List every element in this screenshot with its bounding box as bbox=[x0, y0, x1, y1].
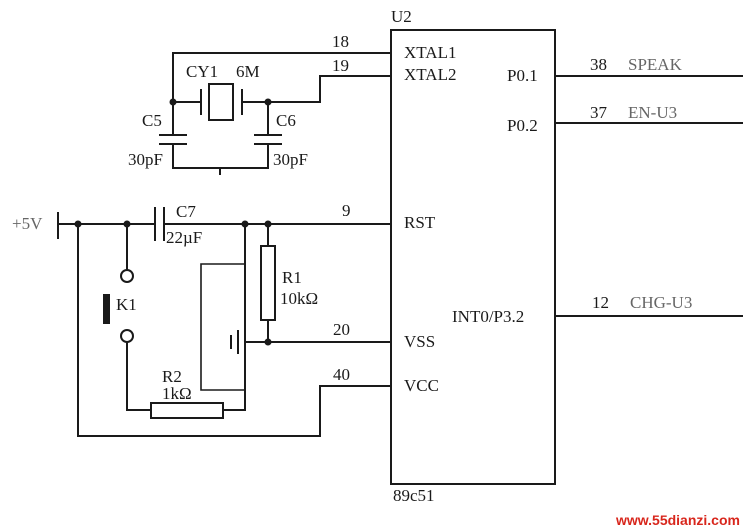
c7-value: 22µF bbox=[166, 228, 202, 247]
crystal-ref: CY1 bbox=[186, 62, 218, 81]
pin-num-9: 9 bbox=[342, 201, 351, 220]
pin-name-xtal2: XTAL2 bbox=[404, 65, 456, 84]
pin-name-rst: RST bbox=[404, 213, 436, 232]
r2-value: 1kΩ bbox=[162, 384, 192, 403]
r2-ref: R2 bbox=[162, 367, 182, 386]
watermark-bg bbox=[612, 509, 756, 530]
watermark-text: www.55dianzi.com bbox=[615, 512, 740, 528]
right-pins: 38 SPEAK 37 EN-U3 12 CHG-U3 bbox=[554, 55, 743, 317]
pin-num-38: 38 bbox=[590, 55, 607, 74]
r1-ref: R1 bbox=[282, 268, 302, 287]
net-label-speak: SPEAK bbox=[628, 55, 683, 74]
chip-ref-label: U2 bbox=[391, 7, 412, 26]
c5-value: 30pF bbox=[128, 150, 163, 169]
pin-name-p01: P0.1 bbox=[507, 66, 538, 85]
oscillator: 18 19 CY1 6M C5 30pF C6 30pF bbox=[128, 32, 392, 175]
wire-cap-common bbox=[172, 143, 269, 169]
pin-num-20: 20 bbox=[333, 320, 350, 339]
r2-body bbox=[150, 402, 224, 419]
pin-name-xtal1: XTAL1 bbox=[404, 43, 456, 62]
c7-ref: C7 bbox=[176, 202, 196, 221]
pin-num-12: 12 bbox=[592, 293, 609, 312]
pin-num-40: 40 bbox=[333, 365, 350, 384]
chip-part-label: 89c51 bbox=[393, 486, 435, 505]
pin-num-18: 18 bbox=[332, 32, 349, 51]
k1-actuator bbox=[103, 294, 110, 324]
supply-label: +5V bbox=[12, 214, 43, 233]
crystal-body bbox=[208, 83, 234, 121]
r1-body bbox=[260, 245, 276, 321]
pin-num-37: 37 bbox=[590, 103, 608, 122]
wire-xtal1 bbox=[172, 52, 392, 103]
c5-ref: C5 bbox=[142, 111, 162, 130]
pin-name-p02: P0.2 bbox=[507, 116, 538, 135]
k1-contact-bottom bbox=[120, 329, 134, 343]
pin-name-vss: VSS bbox=[404, 332, 435, 351]
wire-vcc bbox=[77, 223, 392, 437]
chip-u2: U2 89c51 XTAL1 XTAL2 RST VSS VCC P0.1 P0… bbox=[390, 7, 556, 505]
wire-r2-right bbox=[222, 223, 246, 411]
wire-xtal2 bbox=[267, 75, 392, 103]
k1-ref: K1 bbox=[116, 295, 137, 314]
pin-num-19: 19 bbox=[332, 56, 349, 75]
pin-name-vcc: VCC bbox=[404, 376, 439, 395]
net-label-chg-u3: CHG-U3 bbox=[630, 293, 692, 312]
c6-value: 30pF bbox=[273, 150, 308, 169]
c6-ref: C6 bbox=[276, 111, 296, 130]
net-label-en-u3: EN-U3 bbox=[628, 103, 677, 122]
chip-body bbox=[390, 29, 556, 485]
k1-contact-top bbox=[120, 269, 134, 283]
r1-value: 10kΩ bbox=[280, 289, 318, 308]
pin-name-int0: INT0/P3.2 bbox=[452, 307, 524, 326]
reset-circuit: +5V C7 22µF 9 K1 R2 1kΩ R1 10kΩ bbox=[12, 201, 392, 437]
junction-vss bbox=[264, 338, 272, 346]
crystal-value: 6M bbox=[236, 62, 260, 81]
wire-r2-bypass bbox=[200, 263, 245, 391]
